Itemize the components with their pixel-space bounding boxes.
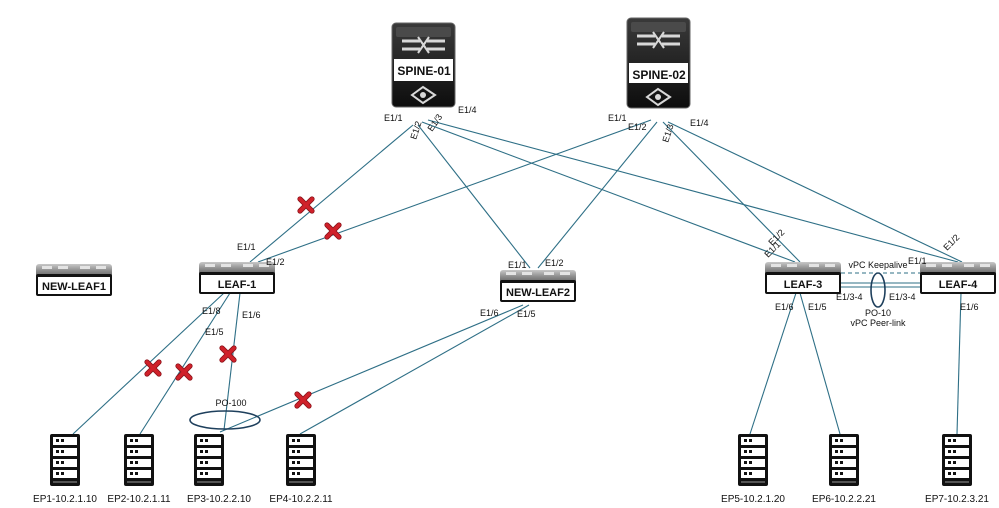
port-label: E1/2 bbox=[266, 257, 285, 267]
port-label: E1/6 bbox=[242, 310, 261, 320]
vpc-peer-link-label: vPC Peer-link bbox=[850, 318, 906, 328]
endpoint-ep6[interactable]: EP6-10.2.2.21 bbox=[812, 434, 876, 505]
endpoint-label: EP1-10.2.1.10 bbox=[33, 494, 97, 505]
leaf-1[interactable]: LEAF-1 bbox=[199, 262, 275, 294]
spine-02[interactable]: SPINE-02 bbox=[626, 17, 691, 109]
port-label: E1/1 bbox=[908, 256, 927, 266]
spine-02-label: SPINE-02 bbox=[632, 68, 686, 82]
port-label: E1/2 bbox=[545, 258, 564, 268]
leaf-3[interactable]: LEAF-3 bbox=[765, 262, 841, 294]
server-icon bbox=[942, 434, 972, 486]
endpoint-label: EP4-10.2.2.11 bbox=[269, 494, 333, 505]
new-leaf1-label: NEW-LEAF1 bbox=[42, 281, 106, 293]
port-label: E1/6 bbox=[775, 302, 794, 312]
port-label: E1/3-4 bbox=[889, 292, 916, 302]
leaf-4[interactable]: LEAF-4 bbox=[920, 262, 996, 294]
leaf-4-label: LEAF-4 bbox=[939, 279, 978, 291]
link-spine02-newleaf2 bbox=[537, 121, 658, 269]
port-label: E1/4 bbox=[458, 105, 477, 115]
endpoint-label: EP2-10.2.1.11 bbox=[107, 494, 171, 505]
spine-01-label: SPINE-01 bbox=[397, 64, 451, 78]
server-icon bbox=[738, 434, 768, 486]
port-label: E1/8 bbox=[202, 306, 221, 316]
po10-ellipse bbox=[870, 272, 886, 308]
server-icon bbox=[50, 434, 80, 486]
link-leaf3-ep5 bbox=[749, 292, 797, 435]
port-label: E1/3 bbox=[425, 112, 444, 133]
port-label: E1/4 bbox=[690, 118, 709, 128]
leaf-1-label: LEAF-1 bbox=[218, 279, 257, 291]
port-label: E1/6 bbox=[480, 308, 499, 318]
spine-01[interactable]: SPINE-01 bbox=[391, 22, 456, 108]
leaf-3-label: LEAF-3 bbox=[784, 279, 823, 291]
link-leaf1-ep2 bbox=[139, 292, 231, 435]
port-label: E1/5 bbox=[808, 302, 827, 312]
new-leaf2-label: NEW-LEAF2 bbox=[506, 287, 570, 299]
link-spine01-newleaf2 bbox=[417, 124, 531, 269]
endpoint-label: EP7-10.2.3.21 bbox=[925, 494, 989, 505]
annotations: PO-100 vPC Keepalive PO-10 vPC Peer-link bbox=[215, 260, 907, 408]
link-spine01-leaf4 bbox=[427, 119, 959, 263]
link-leaf3-ep6 bbox=[799, 292, 841, 435]
port-label: E1/2 bbox=[408, 120, 423, 141]
red-x-icon bbox=[297, 394, 309, 406]
server-icon bbox=[124, 434, 154, 486]
endpoint-ep4[interactable]: EP4-10.2.2.11 bbox=[269, 434, 333, 505]
endpoint-ep2[interactable]: EP2-10.2.1.11 bbox=[107, 434, 171, 505]
port-label: E1/5 bbox=[205, 327, 224, 337]
endpoint-label: EP6-10.2.2.21 bbox=[812, 494, 876, 505]
vpc-keepalive-label: vPC Keepalive bbox=[848, 260, 907, 270]
link-leaf4-ep7 bbox=[956, 292, 962, 435]
failure-marks bbox=[147, 199, 339, 406]
link-newleaf2-ep3 bbox=[219, 304, 524, 433]
endpoint-ep3[interactable]: EP3-10.2.2.10 bbox=[187, 434, 251, 505]
spine-switch-icon bbox=[626, 17, 691, 109]
port-label: E1/1 bbox=[508, 260, 527, 270]
port-label: E1/1 bbox=[237, 242, 256, 252]
red-x-icon bbox=[300, 199, 312, 211]
spine-switch-icon bbox=[391, 22, 456, 108]
endpoint-label: EP5-10.2.1.20 bbox=[721, 494, 785, 505]
red-x-icon bbox=[222, 348, 234, 360]
port-label: E1/2 bbox=[941, 232, 961, 252]
server-icon bbox=[286, 434, 316, 486]
port-label: E1/2 bbox=[628, 122, 647, 132]
endpoint-ep1[interactable]: EP1-10.2.1.10 bbox=[33, 434, 97, 505]
po10-label: PO-10 bbox=[865, 308, 891, 318]
link-spine02-leaf1 bbox=[257, 119, 652, 263]
link-spine02-leaf4 bbox=[667, 121, 963, 263]
port-labels: E1/1 E1/2 E1/3 E1/4 E1/1 E1/2 E1/3 E1/4 … bbox=[202, 105, 979, 337]
server-icon bbox=[829, 434, 859, 486]
new-leaf2[interactable]: NEW-LEAF2 bbox=[500, 270, 576, 302]
port-label: E1/1 bbox=[608, 113, 627, 123]
new-leaf1[interactable]: NEW-LEAF1 bbox=[36, 264, 112, 296]
po100-label: PO-100 bbox=[215, 398, 246, 408]
red-x-icon bbox=[147, 362, 159, 374]
link-spine02-leaf3 bbox=[662, 121, 801, 263]
port-label: E1/6 bbox=[960, 302, 979, 312]
link-spine01-leaf1 bbox=[249, 124, 414, 263]
endpoint-ep5[interactable]: EP5-10.2.1.20 bbox=[721, 434, 785, 505]
port-label: E1/1 bbox=[384, 113, 403, 123]
endpoint-ep7[interactable]: EP7-10.2.3.21 bbox=[925, 434, 989, 505]
links bbox=[72, 119, 963, 435]
po100-ellipse bbox=[189, 410, 261, 430]
link-spine01-leaf3 bbox=[421, 121, 796, 263]
endpoint-label: EP3-10.2.2.10 bbox=[187, 494, 251, 505]
port-label: E1/3-4 bbox=[836, 292, 863, 302]
server-icon bbox=[194, 434, 224, 486]
link-newleaf2-ep4 bbox=[299, 304, 530, 435]
port-label: E1/5 bbox=[517, 309, 536, 319]
